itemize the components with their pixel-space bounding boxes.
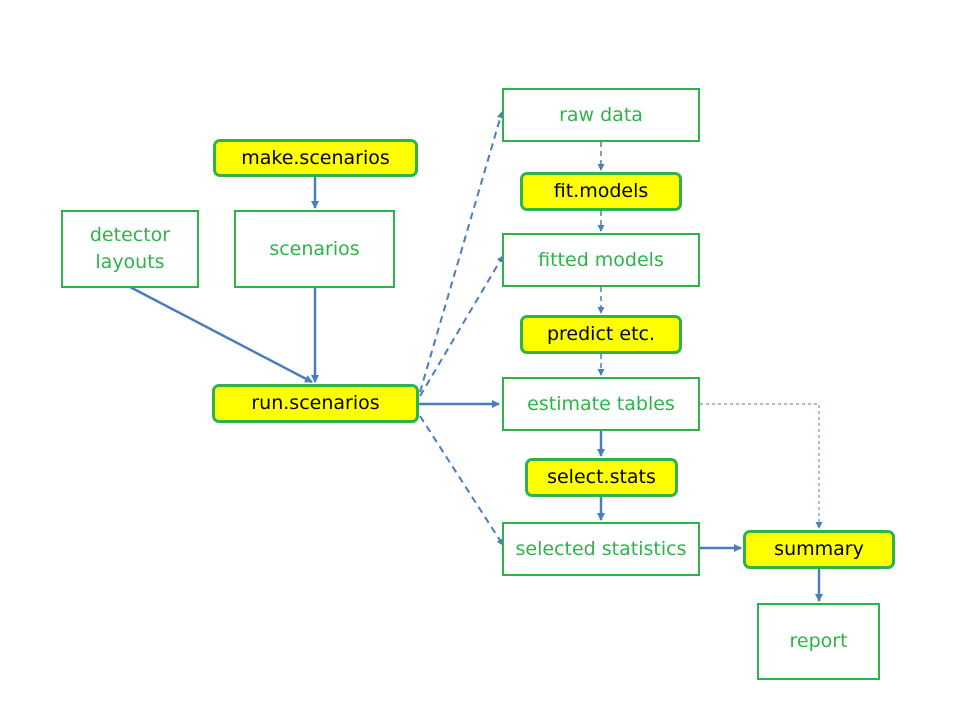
node-make-scenarios: make.scenarios xyxy=(213,139,418,177)
node-estimate-tables-label: estimate tables xyxy=(527,392,675,415)
node-estimate-tables: estimate tables xyxy=(502,377,700,431)
node-fitted-models-label: fitted models xyxy=(538,248,664,271)
node-scenarios-label: scenarios xyxy=(269,237,360,260)
node-detector-layouts-label: detector layouts xyxy=(89,224,171,273)
node-summary-label: summary xyxy=(774,538,864,561)
node-selected-statistics: selected statistics xyxy=(502,522,700,576)
edge-estimate-tables-to-summary xyxy=(700,403,823,529)
node-fit-models: fit.models xyxy=(520,172,682,211)
node-run-scenarios: run.scenarios xyxy=(212,384,419,423)
node-selected-statistics-label: selected statistics xyxy=(515,537,687,560)
node-run-scenarios-label: run.scenarios xyxy=(251,392,380,415)
node-report-label: report xyxy=(789,630,848,653)
edge-run-scenarios-to-fitted-models xyxy=(419,255,504,397)
node-raw-data-label: raw data xyxy=(559,103,643,126)
node-make-scenarios-label: make.scenarios xyxy=(241,146,390,169)
node-predict-etc-label: predict etc. xyxy=(546,323,656,346)
node-scenarios: scenarios xyxy=(234,210,395,288)
node-predict-etc: predict etc. xyxy=(520,315,682,354)
edge-run-scenarios-to-selected-statistics xyxy=(419,415,504,546)
node-report: report xyxy=(757,603,880,680)
node-fit-models-label: fit.models xyxy=(553,180,649,203)
node-summary: summary xyxy=(743,530,895,569)
edge-run-scenarios-to-raw-data xyxy=(419,111,504,393)
node-select-stats: select.stats xyxy=(525,458,678,497)
node-raw-data: raw data xyxy=(502,88,700,142)
node-fitted-models: fitted models xyxy=(502,233,700,287)
node-detector-layouts: detector layouts xyxy=(61,210,199,288)
node-select-stats-label: select.stats xyxy=(547,466,656,489)
edge-detector-layouts-to-run-scenarios xyxy=(129,285,313,384)
